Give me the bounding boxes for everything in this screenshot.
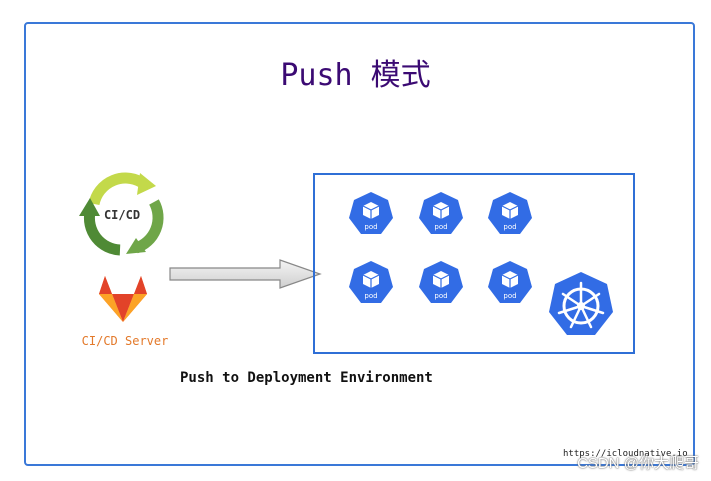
pod-icon: pod — [488, 261, 532, 303]
diagram-title: Push 模式 — [280, 58, 431, 93]
pod-icon: pod — [349, 261, 393, 303]
pod-icon: pod — [419, 192, 463, 234]
pod-label: pod — [503, 223, 516, 231]
diagram-frame — [24, 22, 695, 466]
pod-icon: pod — [419, 261, 463, 303]
pod-label: pod — [503, 292, 516, 300]
pod-icon: pod — [488, 192, 532, 234]
deployment-cluster-box — [313, 173, 635, 354]
server-label: CI/CD Server — [81, 334, 169, 348]
pod-label: pod — [434, 223, 447, 231]
source-url: https://icloudnative.io — [563, 449, 688, 459]
cicd-cycle-icon: CI/CD — [79, 172, 164, 256]
csdn-watermark: CSDN @你大爬哥 — [577, 455, 699, 472]
pod-icon: pod — [349, 192, 393, 234]
pod-label: pod — [364, 292, 377, 300]
pod-label: pod — [434, 292, 447, 300]
pod-label: pod — [364, 223, 377, 231]
gitlab-icon — [99, 276, 147, 322]
diagram-caption: Push to Deployment Environment — [180, 370, 433, 386]
push-arrow — [169, 259, 322, 289]
kubernetes-wheel-icon — [549, 272, 613, 335]
cicd-label: CI/CD — [104, 208, 140, 222]
